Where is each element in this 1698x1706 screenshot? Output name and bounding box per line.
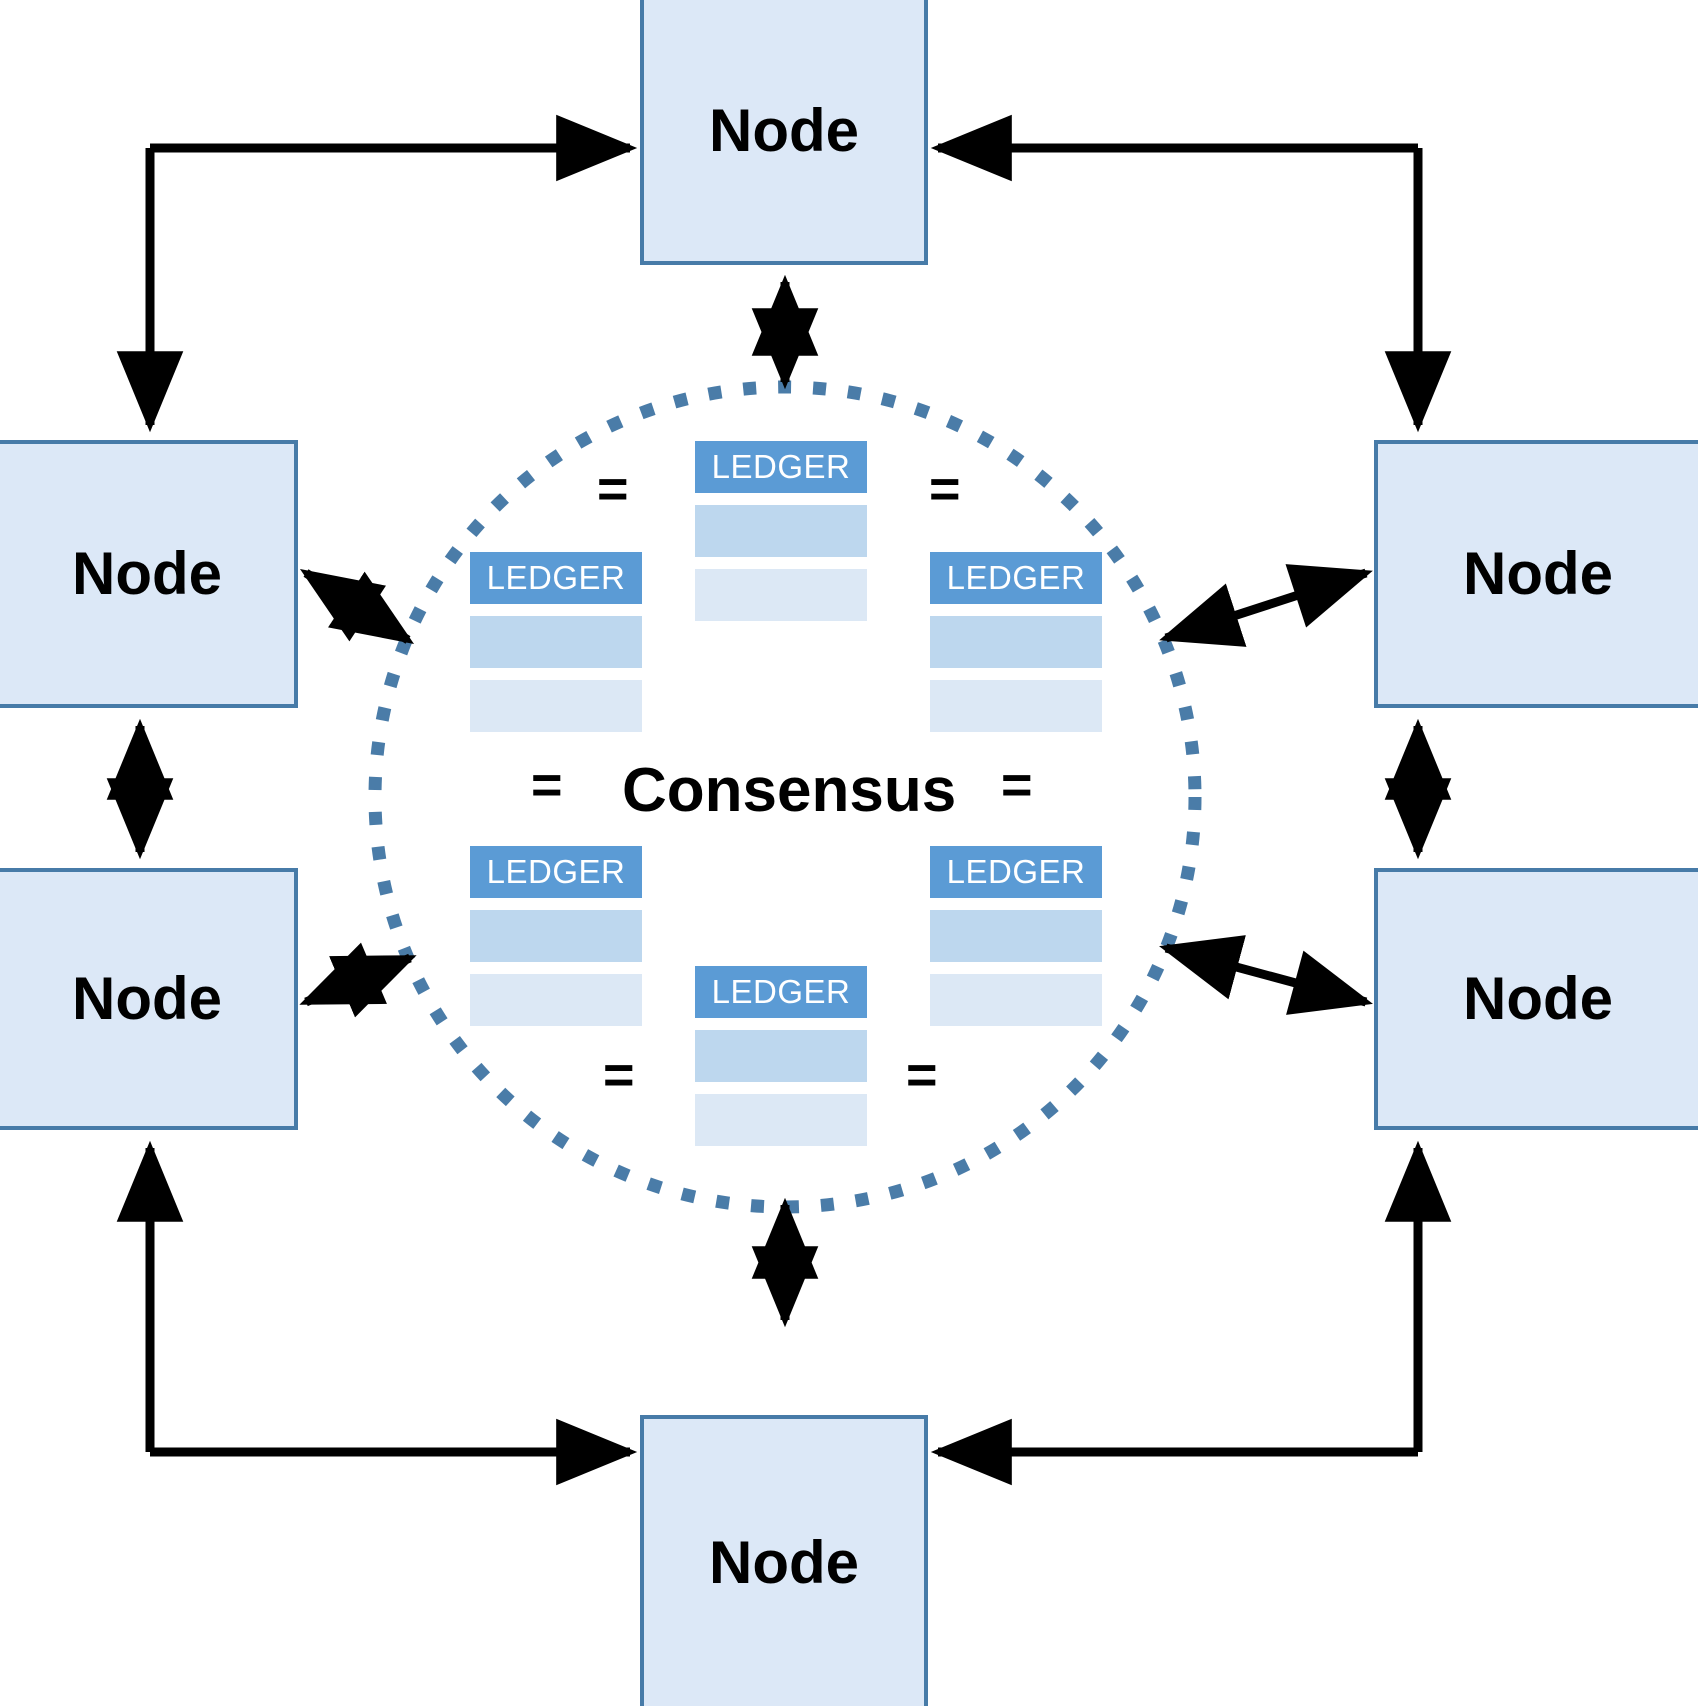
edge-right-upper-to-consensus [1159, 564, 1373, 647]
ledger-top[interactable]: LEDGER [695, 441, 867, 621]
edge-right-lower-to-bottom [930, 1140, 1452, 1486]
ledger-top-row-1 [695, 505, 867, 557]
equals-mark-mid-left: = [530, 755, 562, 815]
edge-left-upper-to-top [116, 114, 638, 433]
ledger-upper-left-header: LEDGER [470, 552, 642, 604]
ledger-lower-right-header: LEDGER [930, 846, 1102, 898]
ledger-bottom-header: LEDGER [695, 966, 867, 1018]
ledger-upper-right-row-1 [930, 616, 1102, 668]
node-right-lower[interactable]: Node [1374, 868, 1698, 1130]
ledger-lower-right-row-1 [930, 910, 1102, 962]
ledger-upper-right-row-2 [930, 680, 1102, 732]
node-top[interactable]: Node [640, 0, 928, 265]
ledger-lower-left-row-2 [470, 974, 642, 1026]
ledger-upper-right[interactable]: LEDGER [930, 552, 1102, 732]
ledger-bottom-row-2 [695, 1094, 867, 1146]
ledger-top-row-2 [695, 569, 867, 621]
ledger-lower-left-header: LEDGER [470, 846, 642, 898]
ledger-bottom[interactable]: LEDGER [695, 966, 867, 1146]
ledger-upper-left-row-1 [470, 616, 642, 668]
ledger-upper-left[interactable]: LEDGER [470, 552, 642, 732]
node-left-lower-label: Node [72, 965, 222, 1032]
equals-mark-mid-right: = [1000, 755, 1032, 815]
edge-right-lower-to-consensus [1159, 935, 1373, 1015]
node-right-lower-label: Node [1463, 965, 1613, 1032]
equals-mark-bottom-left: = [602, 1045, 634, 1105]
equals-mark-top-left: = [596, 459, 628, 519]
ledger-lower-right-row-2 [930, 974, 1102, 1026]
node-right-upper[interactable]: Node [1374, 440, 1698, 708]
node-left-upper[interactable]: Node [0, 440, 298, 708]
ledger-top-header: LEDGER [695, 441, 867, 493]
node-right-upper-label: Node [1463, 540, 1613, 607]
ledger-upper-left-row-2 [470, 680, 642, 732]
ledger-upper-right-header: LEDGER [930, 552, 1102, 604]
edge-left-lower-to-consensus [299, 942, 417, 1018]
equals-mark-bottom-right: = [905, 1045, 937, 1105]
ledger-lower-left-row-1 [470, 910, 642, 962]
node-bottom[interactable]: Node [640, 1415, 928, 1706]
consensus-label: Consensus [622, 756, 957, 825]
node-top-label: Node [709, 96, 859, 164]
ledger-bottom-row-1 [695, 1030, 867, 1082]
node-left-upper-label: Node [72, 540, 222, 607]
equals-mark-top-right: = [928, 459, 960, 519]
ledger-lower-left[interactable]: LEDGER [470, 846, 642, 1026]
node-left-lower[interactable]: Node [0, 868, 298, 1130]
edge-right-upper-to-top [930, 114, 1452, 433]
edge-left-upper-to-consensus [299, 569, 415, 644]
node-bottom-label: Node [709, 1528, 859, 1596]
edge-left-lower-to-bottom [116, 1140, 638, 1486]
ledger-lower-right[interactable]: LEDGER [930, 846, 1102, 1026]
